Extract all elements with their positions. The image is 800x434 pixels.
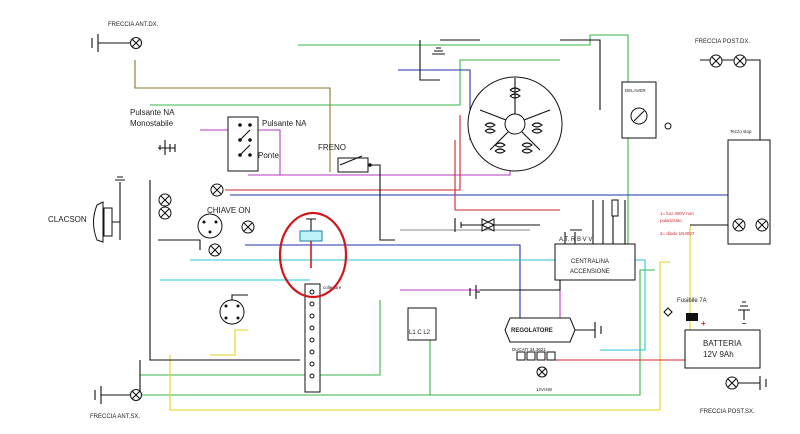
wire-black-brake [360, 164, 395, 241]
horn-icon [93, 201, 104, 243]
wire-blue-mid [245, 244, 521, 320]
wire-violet-left [200, 129, 281, 175]
ignition-key: CHIAVE ON [158, 183, 255, 257]
regulator-body [504, 317, 576, 343]
ground-icon [738, 376, 767, 390]
label-freccia-ant-dx: FRECCIA ANT.DX. [108, 22, 159, 28]
connector-box [407, 307, 437, 341]
label-freccia-post-dx: FRECCIA POST.DX. [695, 39, 750, 45]
wire-green-upper [150, 59, 560, 106]
label-freno: FRENO [318, 143, 346, 152]
key-switch-icon [197, 213, 223, 239]
regulator: REGOLATORE DUCATI 34.3621 12V/4W [504, 317, 602, 392]
label-stop-light: Tezzo stop [730, 129, 752, 134]
pickup-sensor: DELAVER [621, 81, 672, 139]
wire-green-bottom [123, 269, 655, 396]
note-2: polarizzato [660, 218, 682, 223]
label-batteria-spec: 12V 9Ah [703, 350, 734, 359]
ground-icon [454, 218, 482, 232]
ground-icon [575, 322, 602, 338]
ignition-unit-box [554, 243, 636, 281]
label-regolatore: REGOLATORE [511, 328, 553, 334]
rotary-switch-icon [219, 299, 245, 325]
label-pulsante-mono: Pulsante NA [130, 108, 175, 117]
label-centralina-1: CENTRALINA [571, 259, 609, 265]
ground-icon [115, 176, 125, 181]
highlight-circle [278, 211, 348, 299]
battery-box [684, 329, 761, 369]
coil-icons [484, 87, 543, 154]
label-collegare: collegare [323, 285, 342, 290]
label-batteria: BATTERIA [703, 339, 742, 348]
label-fusibile: Fusibile 7A [677, 298, 707, 304]
label-12v: 12V/4W [536, 387, 553, 392]
push-button-group: Pulsante NA Monostabile Pulsante NA Pont… [130, 108, 307, 172]
ground-icon [94, 386, 130, 404]
wire-green-left [140, 300, 381, 376]
diode-icon [480, 218, 496, 232]
grounds [432, 47, 480, 299]
diode-line [454, 218, 540, 232]
battery-minus-icon: – [742, 319, 747, 328]
lamp-front-left: FRECCIA ANT.SX. [90, 386, 142, 420]
wire-red-main [225, 115, 461, 191]
wire-green-top [298, 34, 629, 260]
switch-block [227, 116, 259, 172]
battery: BATTERIA 12V 9Ah + – Fusibile 7A [663, 298, 761, 369]
wire-black-left [149, 180, 300, 361]
light-switch [219, 294, 248, 325]
wire-black-key [158, 239, 201, 250]
ignition-unit: A.T. R B V V CENTRALINA ACCENSIONE [554, 199, 636, 281]
lamp-rear-right: FRECCIA POST.DX. [695, 39, 750, 68]
terminal-strip: collegare [304, 283, 342, 393]
button-symbol-icon [158, 140, 176, 155]
note-3: 2= diodo 1N4007 [660, 231, 695, 236]
wire-black-upper [419, 40, 440, 81]
stator [467, 76, 563, 172]
wire-black-rotor [560, 39, 601, 110]
label-freccia-post-sx: FRECCIA POST.SX. [700, 409, 755, 415]
ground-icon [91, 34, 130, 52]
fuse-icon [686, 313, 698, 321]
wire-cyan-main [190, 259, 646, 351]
ground-icon [469, 285, 480, 299]
relay-icon [299, 230, 323, 242]
label-freccia-ant-sx: FRECCIA ANT.SX. [90, 414, 140, 420]
label-centralina-2: ACCENSIONE [570, 269, 610, 275]
label-clacson: CLACSON [48, 215, 87, 224]
lamp-rear-left: FRECCIA POST.SX. [700, 376, 767, 415]
label-monostabile: Monostabile [130, 119, 174, 128]
label-pulsante-na: Pulsante NA [262, 119, 307, 128]
label-l1-c-l2: L1 C L2 [409, 330, 431, 336]
note-1: 1= luci 400V non [660, 211, 694, 216]
ground-icon [738, 301, 750, 320]
label-delaver: DELAVER [625, 88, 646, 93]
stop-lamp: Tezzo stop 1= luci 400V non polarizzato … [660, 129, 771, 245]
label-ponte: Ponte [258, 151, 279, 160]
label-regolatore-model: DUCATI 34.3621 [512, 347, 546, 352]
ground-icon [432, 47, 445, 55]
relay-highlight [278, 211, 348, 299]
brake-switch: FRENO [318, 143, 372, 173]
battery-plus-icon: + [701, 319, 706, 328]
wire-yellow-bottom [169, 261, 670, 411]
wire-brown-top [134, 60, 331, 172]
lights-connector: L1 C L2 [407, 307, 437, 341]
label-centralina-pins: A.T. R B V V [559, 237, 592, 243]
wire-yellow-key [210, 329, 248, 356]
wire-red-hall [454, 140, 560, 211]
brake-switch-body [337, 157, 369, 173]
resistor-icon [611, 199, 619, 217]
horn: CLACSON [48, 176, 125, 243]
lamp-front-right: FRECCIA ANT.DX. [91, 22, 159, 52]
label-chiave-on: CHIAVE ON [207, 206, 251, 215]
